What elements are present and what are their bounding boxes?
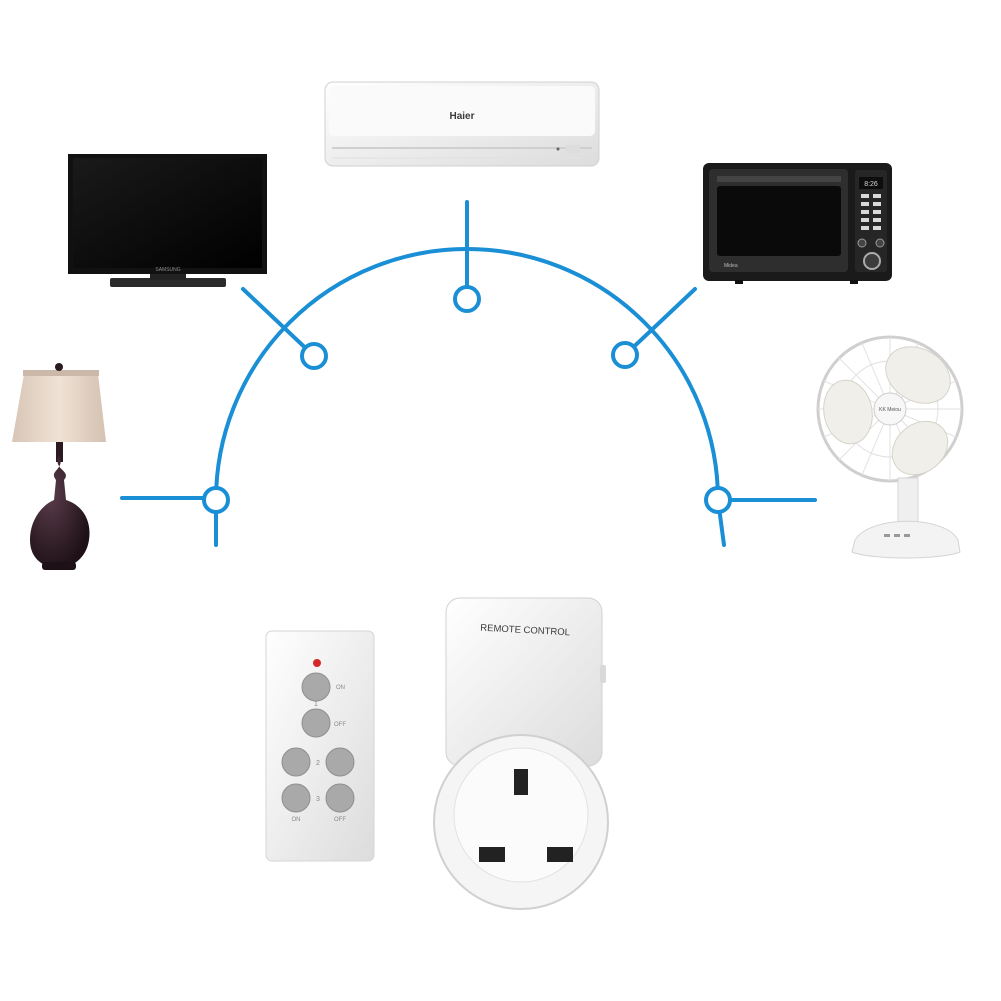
air-conditioner-icon: Haier [324,81,600,167]
desk-fan-icon: KK Meiou [816,335,964,559]
connector-node [202,486,230,514]
connector-node [611,341,639,369]
connector-node [300,342,328,370]
fan-brand-label: KK Meiou [879,407,901,413]
socket-label: REMOTE CONTROL [480,623,570,639]
remote-on-button [301,672,331,702]
remote-ch3-off-button [325,783,355,813]
remote-ch2-off-button [325,747,355,777]
remote-control-icon: ON 1 OFF 2 3 ON OFF [265,630,375,862]
connector-node [453,285,481,313]
wall-socket-icon: REMOTE CONTROL [433,597,609,910]
remote-off-bottom-label: OFF [334,817,346,823]
connector-microwave-spoke [623,287,697,357]
television-icon: SAMSUNG [68,154,267,287]
remote-off-button [301,708,331,738]
remote-on-bottom-label: ON [292,817,301,823]
connector-node [704,486,732,514]
remote-on-label: ON [336,685,345,691]
microwave-icon: Midea 8:26 [703,163,892,284]
socket-earth-pin [514,769,528,795]
socket-neutral-pin [547,847,573,862]
ac-brand-label: Haier [449,111,474,122]
connector-nodes [202,285,732,514]
remote-off-label: OFF [334,722,346,728]
connector-network [120,200,817,547]
tv-brand-label: SAMSUNG [155,267,180,273]
table-lamp-icon [12,363,106,570]
remote-ch3-on-button [281,783,311,813]
remote-ch2-on-button [281,747,311,777]
socket-live-pin [479,847,505,862]
connector-tv-spoke [241,287,316,358]
remote-led [313,659,321,667]
remote-channel-3: 3 [316,796,320,803]
microwave-brand-label: Midea [724,263,738,269]
microwave-display: 8:26 [864,181,878,188]
remote-channel-2: 2 [316,760,320,767]
connector-arc [214,247,726,547]
remote-channel-1: 1 [314,701,318,708]
